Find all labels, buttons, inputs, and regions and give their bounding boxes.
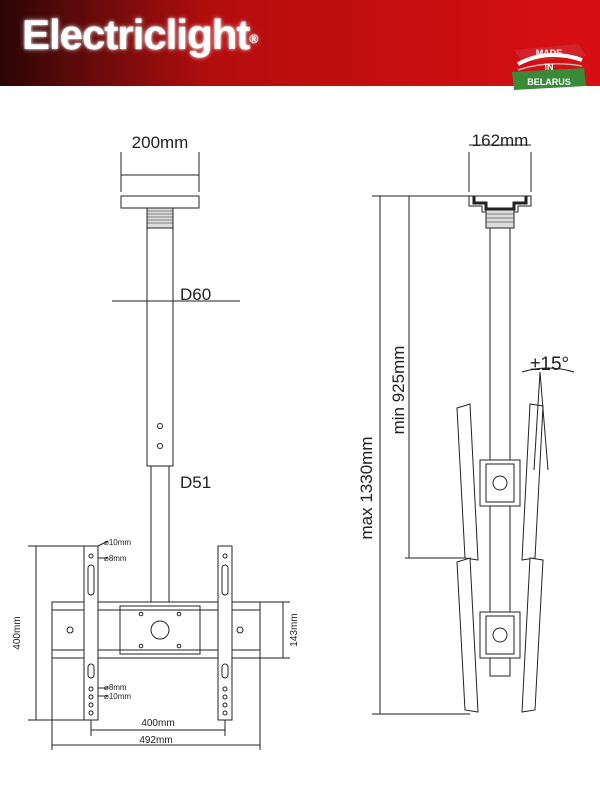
badge-in: IN	[544, 62, 554, 72]
side-max-length: max 1330mm	[357, 437, 376, 540]
front-top-width: 200mm	[132, 133, 189, 152]
brand-logo: Electriclight®	[22, 10, 258, 60]
front-outer-width: 492mm	[139, 735, 172, 746]
side-top-width: 162mm	[472, 131, 529, 150]
front-inner-width: 400mm	[141, 718, 174, 729]
badge-belarus: BELARUS	[527, 77, 571, 87]
made-in-belarus-badge: MADE IN BELARUS	[508, 42, 590, 102]
hole-bottom-label: ⌀10mm	[104, 692, 131, 701]
hole-bottom-small-label: ⌀8mm	[104, 683, 127, 692]
technical-drawing: 200mm D60 D51 ⌀10mm ⌀8mm ⌀8mm ⌀10mm 400m…	[12, 131, 575, 750]
upper-tube-diameter: D60	[180, 285, 211, 304]
side-min-length: min 925mm	[389, 346, 408, 435]
tilt-angle: ±15°	[530, 354, 569, 375]
hole-top-label: ⌀10mm	[104, 538, 131, 547]
hole-top-small-label: ⌀8mm	[104, 554, 127, 563]
badge-shape	[512, 44, 586, 90]
header-banner: Electriclight®	[0, 0, 600, 86]
front-height-left: 400mm	[12, 616, 23, 649]
badge-made: MADE	[535, 48, 563, 58]
registered-mark: ®	[249, 32, 258, 46]
lower-tube-diameter: D51	[180, 473, 211, 492]
logo-text: Electriclight	[22, 11, 250, 58]
front-height-right: 143mm	[289, 613, 300, 646]
